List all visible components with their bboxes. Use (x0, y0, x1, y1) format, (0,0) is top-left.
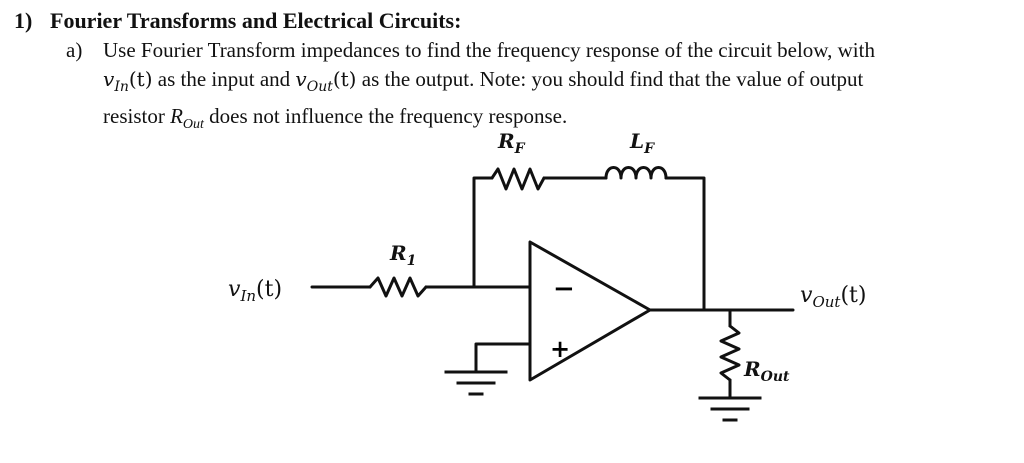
problem-heading: 1) Fourier Transforms and Electrical Circ… (14, 8, 461, 34)
r1-label: R1 (389, 241, 416, 269)
opamp-minus-sign: − (553, 274, 575, 304)
output-label: vOut(t) (800, 283, 866, 311)
rout-symbol: ROut (170, 104, 204, 133)
vout-symbol: vOut(t) (295, 67, 357, 95)
feedback-left-wire (472, 176, 494, 289)
part-a-line-3: resistor ROut does not influence the fre… (66, 102, 1016, 139)
noninverting-wire (474, 342, 532, 374)
problem-title: Fourier Transforms and Electrical Circui… (50, 8, 462, 33)
rf-resistor (490, 167, 546, 191)
ground-symbol-right (698, 396, 762, 422)
part-a-line-2-end: as the output. Note: you should find tha… (356, 67, 864, 91)
lf-label: LF (629, 129, 655, 157)
rout-label: ROut (743, 357, 790, 385)
opamp-plus-sign: + (550, 334, 570, 363)
part-a-line-3-end: does not influence the frequency respons… (203, 104, 568, 128)
opamp-body (528, 240, 652, 382)
part-a-line-2-mid: as the input and (152, 67, 296, 91)
part-a-text: a) Use Fourier Transform impedances to fi… (66, 36, 1016, 139)
part-a-line-1: a) Use Fourier Transform impedances to fi… (66, 36, 1016, 65)
rout-resistor (719, 324, 741, 382)
ground-symbol-left (444, 370, 508, 396)
lf-inductor (604, 166, 668, 180)
part-a-line-1-text: Use Fourier Transform impedances to find… (103, 38, 875, 62)
part-a-line-2: vIn(t) as the input and vOut(t) as the o… (66, 65, 1016, 102)
part-a-marker: a) (66, 38, 83, 62)
problem-number: 1) (14, 8, 33, 33)
vin-symbol: vIn(t) (103, 67, 153, 95)
r1-resistor (368, 276, 428, 298)
feedback-right-wire (664, 176, 706, 312)
rf-label: RF (497, 129, 526, 157)
part-a-line-3-start: resistor (103, 104, 171, 128)
input-label: vIn(t) (228, 277, 282, 305)
